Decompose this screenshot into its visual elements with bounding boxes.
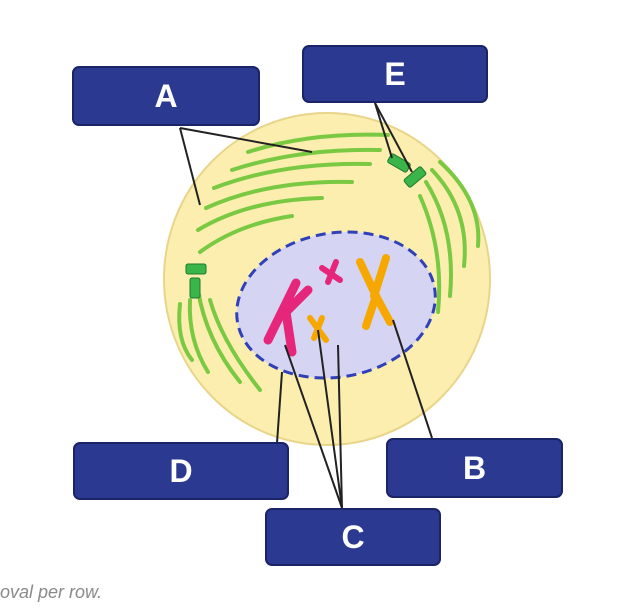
spindle-fibers [177,132,481,392]
chromosome-orange-large [356,254,394,330]
instruction-text: oval per row. [0,582,103,602]
chromosome-orange-small [307,315,329,343]
chromosome-magenta-small [319,259,343,285]
label-box-d[interactable]: D [73,442,289,500]
label-box-e[interactable]: E [302,45,488,103]
leader-lines [179,102,433,509]
centrioles-right [387,153,427,188]
label-box-c[interactable]: C [265,508,441,566]
chromosome-magenta-large [263,278,313,357]
centrioles-left [185,263,207,299]
label-box-b[interactable]: B [386,438,563,498]
label-box-a[interactable]: A [72,66,260,126]
